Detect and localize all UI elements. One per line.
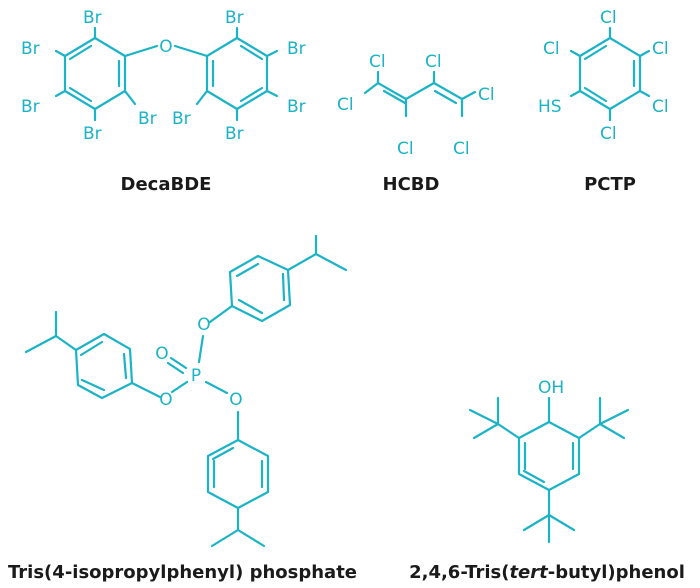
ttbp-caption-suffix: -butyl)phenol [548,562,685,583]
decabde-br-label: Br [83,8,102,28]
decabde-left-ring [63,36,127,111]
hcbd-structure: Cl Cl Cl Cl Cl Cl HCBD [337,52,495,195]
ttbp-hydroxyl-label: OH [538,378,564,398]
hcbd-cl-label: Cl [478,85,495,105]
ttbp-caption: 2,4,6-Tris(tert-butyl)phenol [409,562,685,583]
pctp-cl-label: Cl [543,39,560,59]
decabde-ether-oxygen: O [159,37,172,57]
decabde-right-ring [205,36,269,111]
tipp-caption: Tris(4-isopropylphenyl) phosphate [8,562,357,583]
decabde-caption: DecaBDE [121,174,212,195]
tipp-oxygen-label: O [197,315,210,335]
decabde-structure: O Br Br Br Br Br Br Br Br Br Br DecaBDE [21,8,306,195]
hcbd-cl-label: Cl [425,52,442,72]
decabde-br-label: Br [138,109,157,129]
decabde-br-label: Br [83,124,102,144]
hcbd-cl-label: Cl [369,52,386,72]
hcbd-caption: HCBD [383,174,440,195]
ttbp-caption-italic: tert [509,562,549,583]
ttbp-ring [517,420,581,492]
hcbd-cl-label: Cl [397,139,414,159]
hcbd-cl-label: Cl [453,139,470,159]
tipp-phosphorus: P [191,366,201,386]
pctp-cl-label: Cl [652,97,669,117]
tipp-oxygen-label: O [155,344,168,364]
decabde-br-label: Br [172,109,191,129]
decabde-br-label: Br [21,97,40,117]
decabde-br-label: Br [225,8,244,28]
pctp-cl-label: Cl [600,8,617,28]
tipp-left-ring [74,332,134,400]
pctp-cl-label: Cl [600,124,617,144]
ttbp-caption-prefix: 2,4,6-Tris( [409,562,509,583]
decabde-br-label: Br [287,39,306,59]
decabde-br-label: Br [21,39,40,59]
pctp-thiol-label: HS [538,97,562,117]
tipp-lower-ring [206,438,270,510]
pctp-cl-label: Cl [652,39,669,59]
pctp-ring [578,36,642,111]
tipp-oxygen-label: O [159,390,172,410]
pctp-caption: PCTP [584,174,636,195]
ttbp-structure: OH 2,4,6-Tris(tert-butyl)phenol [409,378,685,583]
tipp-structure: P O O O O [8,234,357,583]
decabde-br-label: Br [225,124,244,144]
decabde-br-label: Br [287,97,306,117]
hcbd-cl-label: Cl [337,95,354,115]
pctp-structure: Cl Cl Cl Cl HS Cl PCTP [538,8,669,195]
tipp-oxygen-label: O [229,390,242,410]
